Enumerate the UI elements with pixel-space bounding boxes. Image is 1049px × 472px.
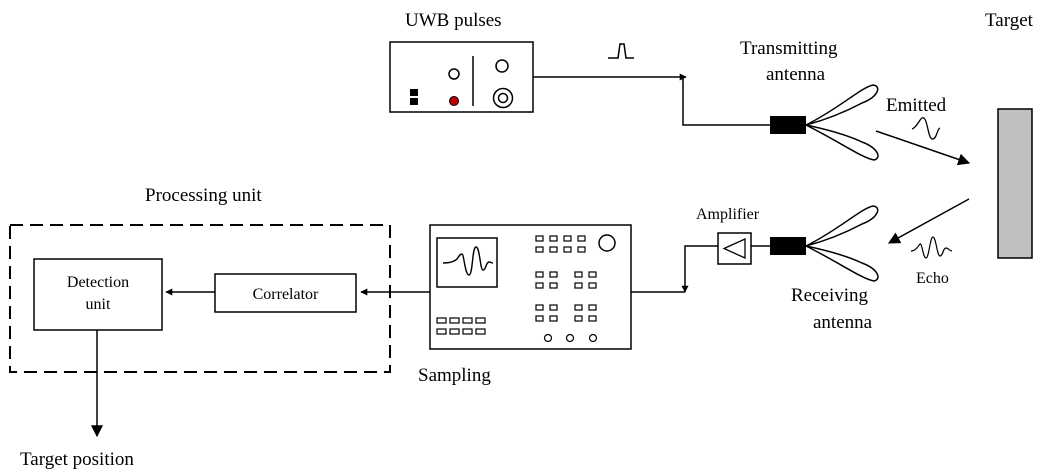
knob-icon	[448, 68, 460, 80]
detection-unit-label-1: Detection	[67, 274, 129, 291]
emitted-wave-icon	[911, 117, 941, 140]
detection-unit-label-2: unit	[86, 296, 111, 313]
transmitting-antenna-label-1: Transmitting	[740, 38, 838, 59]
processing-unit-label: Processing unit	[145, 185, 262, 206]
switch-icon	[410, 89, 418, 96]
target-label: Target	[985, 10, 1034, 31]
transmitting-antenna	[770, 84, 879, 161]
echo-wave-icon	[910, 236, 953, 259]
amplifier-triangle-icon	[722, 237, 746, 260]
receiving-antenna-label-1: Receiving	[791, 285, 869, 306]
scope-waveform-icon	[442, 246, 494, 276]
pulse-icon	[608, 43, 634, 59]
detection-unit-box: Detection unit	[33, 258, 163, 331]
correlator-label: Correlator	[253, 286, 319, 303]
sampling-oscilloscope	[429, 224, 632, 350]
correlator-box: Correlator	[214, 273, 357, 313]
emitted-label: Emitted	[886, 95, 947, 116]
amplifier-label: Amplifier	[696, 206, 760, 223]
uwb-pulses-label: UWB pulses	[405, 10, 502, 31]
receiving-antenna-label-2: antenna	[813, 312, 873, 333]
sampling-label: Sampling	[418, 365, 491, 386]
receiving-antenna	[770, 205, 879, 282]
transmitting-antenna-label-2: antenna	[766, 64, 826, 85]
echo-label: Echo	[916, 270, 949, 287]
target-position-label: Target position	[20, 449, 134, 470]
processing-unit-box	[9, 224, 391, 373]
target-block	[997, 108, 1033, 259]
scope-knob-icon	[598, 234, 616, 252]
led-icon	[449, 96, 459, 106]
amplifier	[717, 232, 752, 265]
uwb-pulse-generator	[389, 41, 534, 113]
